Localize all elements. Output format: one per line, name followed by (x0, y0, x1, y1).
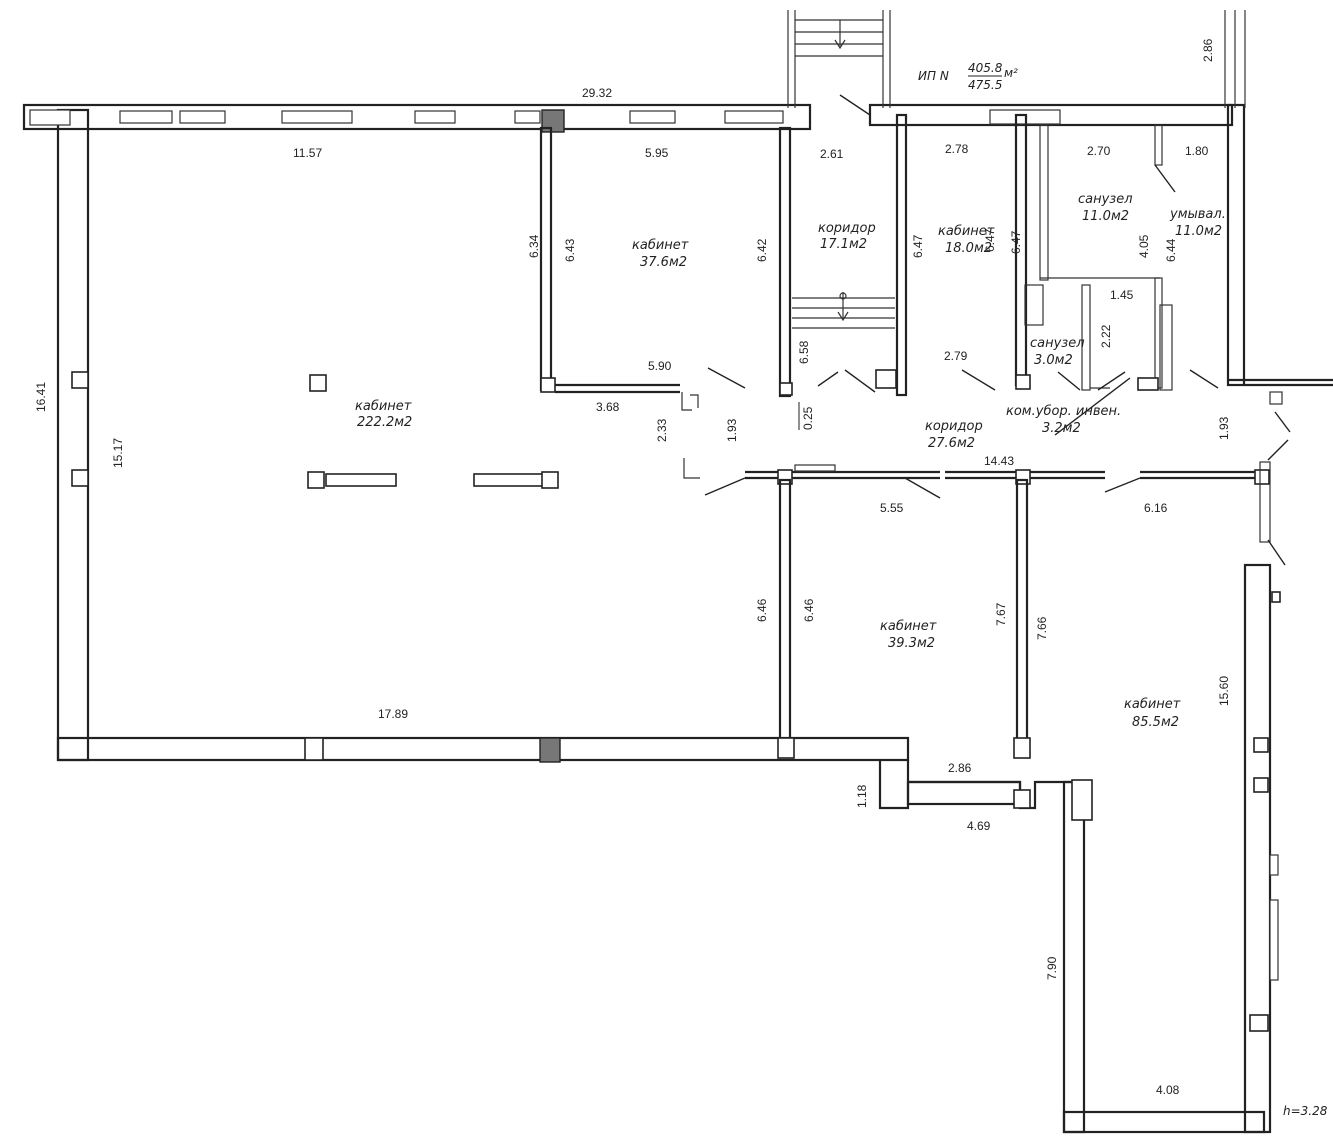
unit-label: ИП N (918, 69, 949, 83)
dimension-label: 3.68 (596, 400, 620, 414)
dimension-label: 2.86 (1201, 38, 1215, 62)
height-note: h=3.28 (1283, 1104, 1328, 1118)
dimension-label: 4.69 (967, 819, 991, 833)
dimension-label: 5.95 (645, 146, 669, 160)
room-area-cleaning-3: 3.2м2 (1042, 421, 1081, 436)
area-bottom: 475.5 (968, 78, 1002, 92)
room-area-office-85: 85.5м2 (1132, 715, 1179, 730)
room-area-office-18: 18.0м2 (945, 241, 992, 256)
dimension-label: 1.18 (855, 784, 869, 808)
dimension-label: 6.46 (755, 598, 769, 622)
dimension-label: 4.05 (1137, 234, 1151, 258)
area-top: 405.8 (968, 61, 1003, 75)
room-name-corridor-17: коридор (818, 221, 876, 236)
dimension-label: 2.22 (1099, 324, 1113, 348)
dimension-label: 7.67 (994, 602, 1008, 626)
dimension-label: 15.60 (1217, 676, 1231, 706)
dimension-label: 7.90 (1045, 956, 1059, 980)
room-area-corridor-17: 17.1м2 (820, 237, 867, 252)
room-area-office-37: 37.6м2 (640, 255, 687, 270)
dimension-label: 2.78 (945, 142, 969, 156)
room-name-cleaning-3: ком.убор. инвен. (1006, 404, 1121, 419)
dimension-label: 17.89 (378, 707, 408, 721)
dimension-label: 1.80 (1185, 144, 1209, 158)
dimension-label: 0.25 (801, 406, 815, 430)
dimension-label: 2.79 (944, 349, 968, 363)
dimension-label: 14.43 (984, 454, 1014, 468)
room-name-office-222: кабинет (355, 399, 412, 414)
dimension-label: 1.93 (1217, 416, 1231, 440)
dimension-label: 6.16 (1144, 501, 1168, 515)
room-area-wc-3: 3.0м2 (1034, 353, 1073, 368)
room-name-washroom-11: умывал. (1169, 207, 1226, 222)
room-name-wc-3: санузел (1030, 336, 1085, 351)
dimension-label: 15.17 (111, 438, 125, 468)
dimension-label: 2.86 (948, 761, 972, 775)
dimension-label: 6.42 (755, 238, 769, 262)
room-name-office-85: кабинет (1124, 697, 1181, 712)
room-name-corridor-27: коридор (925, 419, 983, 434)
dimension-label: 6.43 (563, 238, 577, 262)
dimension-label: 4.08 (1156, 1083, 1180, 1097)
room-area-wc-11: 11.0м2 (1082, 209, 1129, 224)
header-block: ИП N 405.8 м² 475.5 h=3.28 (918, 61, 1328, 1118)
windows-top (29, 109, 1061, 133)
dimension-label: 7.66 (1035, 616, 1049, 640)
dimension-label: 6.34 (527, 234, 541, 258)
dimension-label: 2.33 (655, 418, 669, 442)
dimension-label: 29.32 (582, 86, 612, 100)
dimension-labels: 29.32 11.57 5.95 2.61 2.78 2.70 1.80 2.8… (34, 38, 1231, 1097)
room-name-office-37: кабинет (632, 238, 689, 253)
dimension-label: 6.47 (1009, 230, 1023, 254)
staircase-top (787, 10, 1246, 108)
room-area-office-39: 39.3м2 (888, 636, 935, 651)
room-labels: кабинет 222.2м2 кабинет 37.6м2 коридор 1… (355, 192, 1226, 730)
dimension-label: 5.55 (880, 501, 904, 515)
columns (71, 371, 1281, 1032)
doors (704, 94, 1291, 566)
dimension-label: 11.57 (293, 146, 322, 160)
dimension-label: 1.45 (1110, 288, 1134, 302)
dimension-label: 16.41 (34, 382, 48, 412)
dimension-label: 6.47 (911, 234, 925, 258)
room-name-wc-11: санузел (1078, 192, 1133, 207)
area-unit: м² (1004, 66, 1018, 80)
dimension-label: 6.44 (1164, 238, 1178, 262)
dimension-label: 2.61 (820, 147, 844, 161)
dimension-label: 6.47 (983, 228, 997, 252)
exterior-walls (22, 103, 1333, 1134)
room-area-corridor-27: 27.6м2 (928, 436, 975, 451)
room-area-office-222: 222.2м2 (357, 415, 412, 430)
dimension-label: 1.93 (725, 418, 739, 442)
room-name-office-39: кабинет (880, 619, 937, 634)
room-area-washroom-11: 11.0м2 (1175, 224, 1222, 239)
interior-walls (539, 113, 1283, 809)
dimension-label: 2.70 (1087, 144, 1111, 158)
room-name-office-18: кабинет (938, 224, 995, 239)
dimension-label: 6.58 (797, 340, 811, 364)
dimension-label: 5.90 (648, 359, 672, 373)
dimension-label: 6.46 (802, 598, 816, 622)
